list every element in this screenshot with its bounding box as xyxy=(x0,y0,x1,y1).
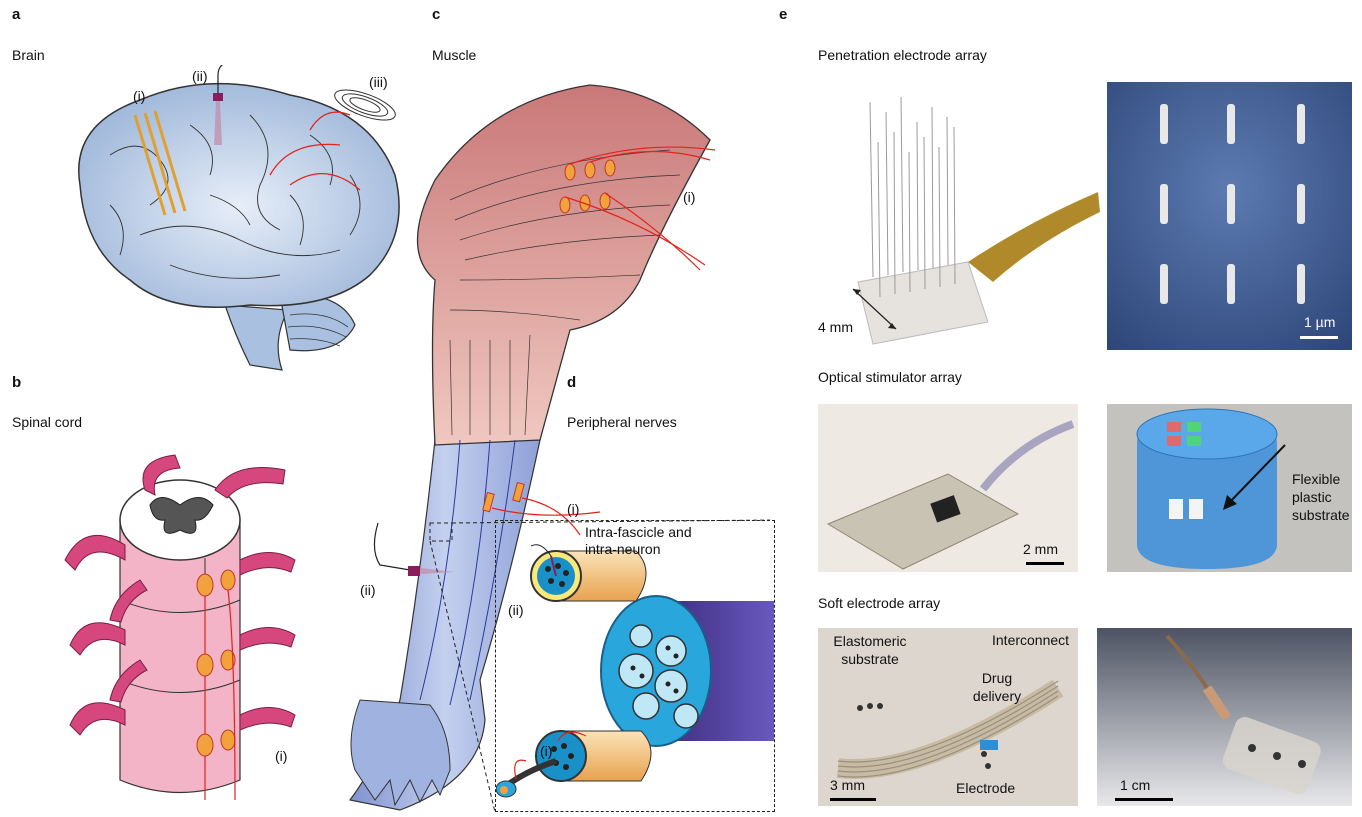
drug-delivery-label: Drug delivery xyxy=(972,669,1022,705)
penetration-sem-photo xyxy=(1107,82,1352,350)
sem-scale-bar xyxy=(1300,336,1338,339)
intra-fascicle-label: Intra-fascicle and intra-neuron xyxy=(585,524,725,558)
panel-letter-a: a xyxy=(12,6,20,23)
panel-title-brain: Brain xyxy=(12,47,45,63)
panel-title-muscle: Muscle xyxy=(432,47,476,63)
panel-letter-b: b xyxy=(12,374,21,391)
optical-scale-label: 2 mm xyxy=(1023,541,1058,557)
flexible-substrate-label: Flexible plastic substrate xyxy=(1292,470,1362,524)
nerve-cross-section xyxy=(496,521,774,811)
electrode-label: Electrode xyxy=(956,780,1015,796)
inset-label-i: (i) xyxy=(540,743,552,759)
cuff-scale-bar xyxy=(1115,798,1173,801)
spinal-cord-illustration xyxy=(55,450,355,810)
panel-letter-c: c xyxy=(432,6,440,23)
elastomeric-label: Elastomeric substrate xyxy=(830,632,910,668)
panel-title-spinal-cord: Spinal cord xyxy=(12,414,82,430)
brain-label-ii: (ii) xyxy=(192,68,208,84)
soft-scale-bar xyxy=(830,798,876,801)
nerve-label-i: (i) xyxy=(567,501,579,517)
inset-label-ii: (ii) xyxy=(508,602,524,618)
panel-letter-e: e xyxy=(779,6,787,23)
section-title-soft-array: Soft electrode array xyxy=(818,595,940,611)
soft-scale-label: 3 mm xyxy=(830,777,865,793)
penetration-array-photo xyxy=(818,82,1100,352)
penetration-scale-label: 4 mm xyxy=(818,319,853,335)
muscle-label-i: (i) xyxy=(683,189,695,205)
section-title-optical-array: Optical stimulator array xyxy=(818,369,962,385)
brain-label-i: (i) xyxy=(133,88,145,104)
arm-label-ii: (ii) xyxy=(360,582,376,598)
cuff-scale-label: 1 cm xyxy=(1120,777,1150,793)
sem-scale-label: 1 µm xyxy=(1304,314,1335,330)
spinal-label-i: (i) xyxy=(275,748,287,764)
optical-scale-bar xyxy=(1026,562,1064,565)
section-title-penetration-array: Penetration electrode array xyxy=(818,47,987,63)
substrate-arrow-icon xyxy=(1215,440,1295,520)
interconnect-label: Interconnect xyxy=(992,632,1069,648)
